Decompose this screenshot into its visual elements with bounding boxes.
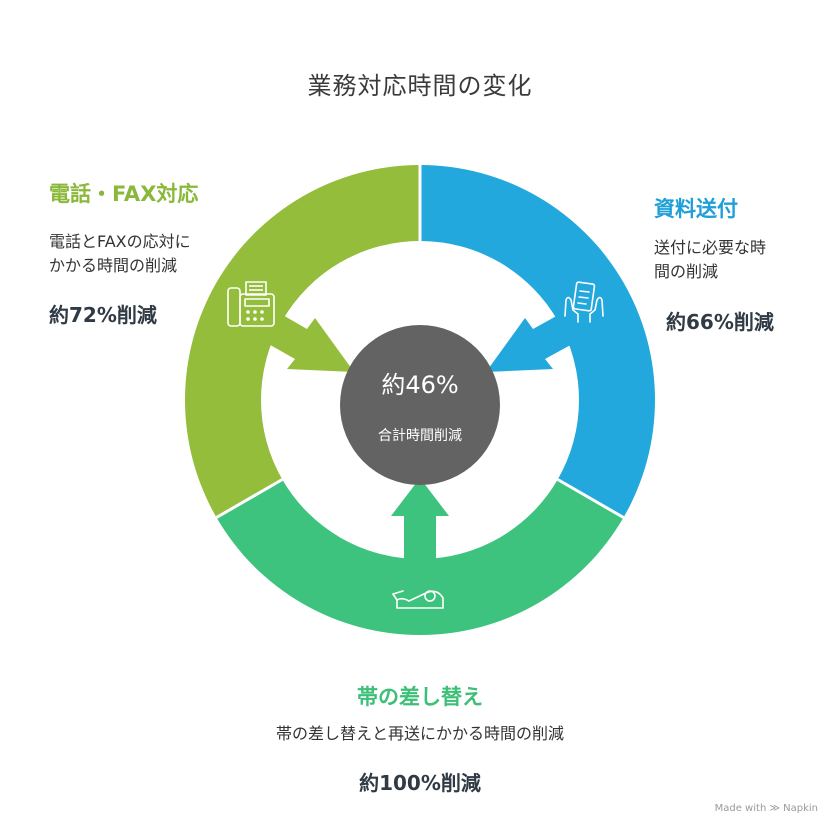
made-with-text: Made with	[714, 803, 767, 814]
separator-right	[556, 478, 625, 519]
phone-fax-heading: 電話・FAX対応	[49, 182, 199, 206]
arrow-phone-fax	[265, 314, 354, 372]
band-replacement-stat: 約100%削減	[359, 771, 481, 795]
napkin-brand-text: Napkin	[783, 803, 818, 814]
separator-left	[215, 478, 284, 519]
document-sending-stat: 約66%削減	[666, 310, 774, 334]
tape-dispenser-icon	[392, 590, 444, 609]
fax-machine-icon	[227, 281, 275, 327]
band-replacement-description: 帯の差し替えと再送にかかる時間の削減	[275, 724, 564, 743]
segment-band-replacement	[216, 479, 624, 635]
phone-fax-stat: 約72%削減	[49, 303, 157, 327]
segment-document-sending	[420, 165, 655, 518]
segment-phone-fax	[185, 165, 420, 518]
center-value: 約46%	[381, 371, 459, 399]
center-label: 合計時間削減	[378, 428, 462, 444]
napkin-logo-icon: ≫	[769, 803, 780, 814]
arrow-document-sending	[486, 314, 576, 372]
phone-fax-description-line1: 電話とFAXの応対に	[49, 232, 191, 251]
center-circle	[340, 325, 500, 485]
document-sending-heading: 資料送付	[654, 197, 738, 221]
handing-document-icon	[564, 281, 604, 323]
document-sending-description-line2: 間の削減	[654, 262, 719, 281]
phone-fax-description-line2: かかる時間の削減	[49, 256, 178, 275]
document-sending-description-line1: 送付に必要な時	[654, 238, 767, 257]
diagram-title: 業務対応時間の変化	[307, 72, 533, 100]
napkin-watermark: Made with ≫ Napkin	[715, 803, 818, 814]
band-replacement-heading: 帯の差し替え	[357, 685, 483, 709]
arrow-band-replacement	[391, 478, 449, 560]
